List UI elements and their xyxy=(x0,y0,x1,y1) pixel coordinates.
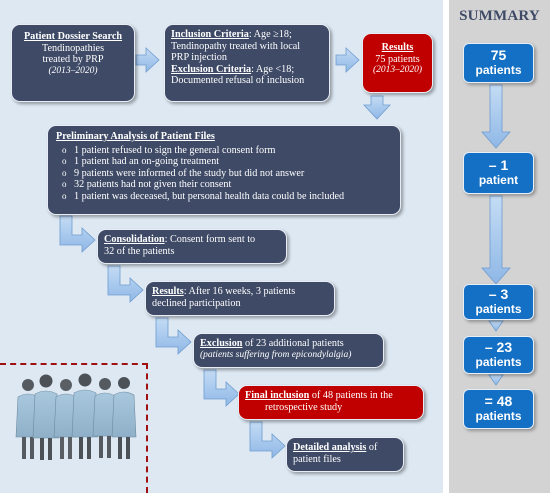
summary-box-minus23: – 23 patients xyxy=(463,336,534,374)
detailed-text1: of xyxy=(366,442,378,453)
summary-box-minus1: – 1 patient xyxy=(463,152,534,194)
summary-box-final: = 48 patients xyxy=(463,389,534,429)
summary-title: SUMMARY xyxy=(459,8,540,24)
bent-arrow-2 xyxy=(107,265,144,303)
consolidation-box: Consolidation: Consent form sent to 32 o… xyxy=(97,229,287,264)
detailed-box: Detailed analysis of patient files xyxy=(286,437,404,472)
inclusion-text2: Tendinopathy treated with local xyxy=(171,40,301,52)
preliminary-title: Preliminary Analysis of Patient Files xyxy=(56,131,215,142)
preliminary-item: 32 patients had not given their consent xyxy=(56,179,392,191)
results-mid-text1: : After 16 weeks, 3 patients xyxy=(183,286,296,297)
preliminary-list: 1 patient refused to sign the general co… xyxy=(56,145,392,203)
bent-arrow-4 xyxy=(203,369,240,407)
dossier-years: (2013–2020) xyxy=(48,65,98,76)
inclusion-label: Inclusion Criteria xyxy=(171,29,249,40)
summary-box-minus3: – 3 patients xyxy=(463,284,534,320)
results-mid-box: Results: After 16 weeks, 3 patients decl… xyxy=(145,281,335,316)
preliminary-item: 9 patients were informed of the study bu… xyxy=(56,168,392,180)
summary-arrow-2 xyxy=(481,195,511,285)
bent-arrow-5 xyxy=(249,421,286,459)
exclusion-step-text2: (patients suffering from epicondylalgia) xyxy=(200,349,352,360)
results-mid-text2: declined participation xyxy=(152,297,241,309)
summary-box-total: 75 patients xyxy=(463,43,534,83)
summary-arrow-4 xyxy=(488,374,504,386)
final-text2: retrospective study xyxy=(265,401,343,413)
results-top-years: (2013–2020) xyxy=(372,65,423,75)
consolidation-label: Consolidation xyxy=(104,234,165,245)
summary-value: – 1 xyxy=(488,157,509,173)
arrow-down-results xyxy=(363,95,391,120)
summary-value: – 23 xyxy=(484,339,513,355)
arrow-right-1 xyxy=(135,47,160,73)
preliminary-item: 1 patient was deceased, but personal hea… xyxy=(56,191,392,203)
final-text1: of 48 patients in the xyxy=(309,390,393,401)
exclusion-label: Exclusion Criteria xyxy=(171,63,252,75)
summary-value: 75 xyxy=(490,47,507,63)
dossier-line2: treated by PRP xyxy=(42,54,104,65)
results-top-title: Results xyxy=(381,42,414,53)
exclusion-text2: Documented refusal of inclusion xyxy=(171,75,305,86)
dossier-title: Patient Dossier Search xyxy=(23,31,123,42)
bent-arrow-1 xyxy=(59,215,96,253)
exclusion-step-text1: of 23 additional patients xyxy=(242,338,344,349)
final-inclusion-box: Final inclusion of 48 patients in the re… xyxy=(238,385,424,420)
detailed-label: Detailed analysis xyxy=(293,442,367,453)
preliminary-item: 1 patient had an on-going treatment xyxy=(56,156,392,168)
summary-unit: patients xyxy=(475,302,522,316)
patients-illustration xyxy=(0,363,148,493)
results-top-box: Results 75 patients (2013–2020) xyxy=(362,33,433,93)
dossier-box: Patient Dossier Search Tendinopathies tr… xyxy=(11,24,135,102)
person-figures xyxy=(15,373,137,460)
summary-unit: patient xyxy=(478,173,519,187)
summary-arrow-1 xyxy=(481,84,511,149)
exclusion-step-label: Exclusion xyxy=(200,338,243,349)
arrow-right-2 xyxy=(335,47,360,73)
results-mid-label: Results xyxy=(152,286,184,297)
exclusion-box: Exclusion of 23 additional patients (pat… xyxy=(193,333,384,368)
patients-icon xyxy=(15,373,137,460)
exclusion-text1: : Age <18; xyxy=(251,63,295,75)
dossier-line1: Tendinopathies xyxy=(41,42,105,54)
final-label: Final inclusion xyxy=(245,390,310,401)
summary-arrow-3 xyxy=(488,320,504,332)
results-top-count: 75 patients xyxy=(375,53,420,65)
summary-unit: patients xyxy=(475,63,522,77)
consolidation-text2: 32 of the patients xyxy=(104,245,175,257)
criteria-box: Inclusion Criteria: Age ≥18; Tendinopath… xyxy=(164,24,330,102)
summary-value: = 48 xyxy=(484,393,513,409)
inclusion-text3: PRP injection xyxy=(171,52,227,63)
consolidation-text1: : Consent form sent to xyxy=(164,234,256,245)
preliminary-item: 1 patient refused to sign the general co… xyxy=(56,145,392,157)
inclusion-text1: : Age ≥18; xyxy=(248,29,292,40)
summary-unit: patients xyxy=(475,409,522,423)
summary-value: – 3 xyxy=(488,286,509,302)
preliminary-box: Preliminary Analysis of Patient Files 1 … xyxy=(47,125,401,215)
summary-unit: patients xyxy=(475,355,522,369)
detailed-text2: patient files xyxy=(293,453,341,465)
bent-arrow-3 xyxy=(155,317,192,355)
